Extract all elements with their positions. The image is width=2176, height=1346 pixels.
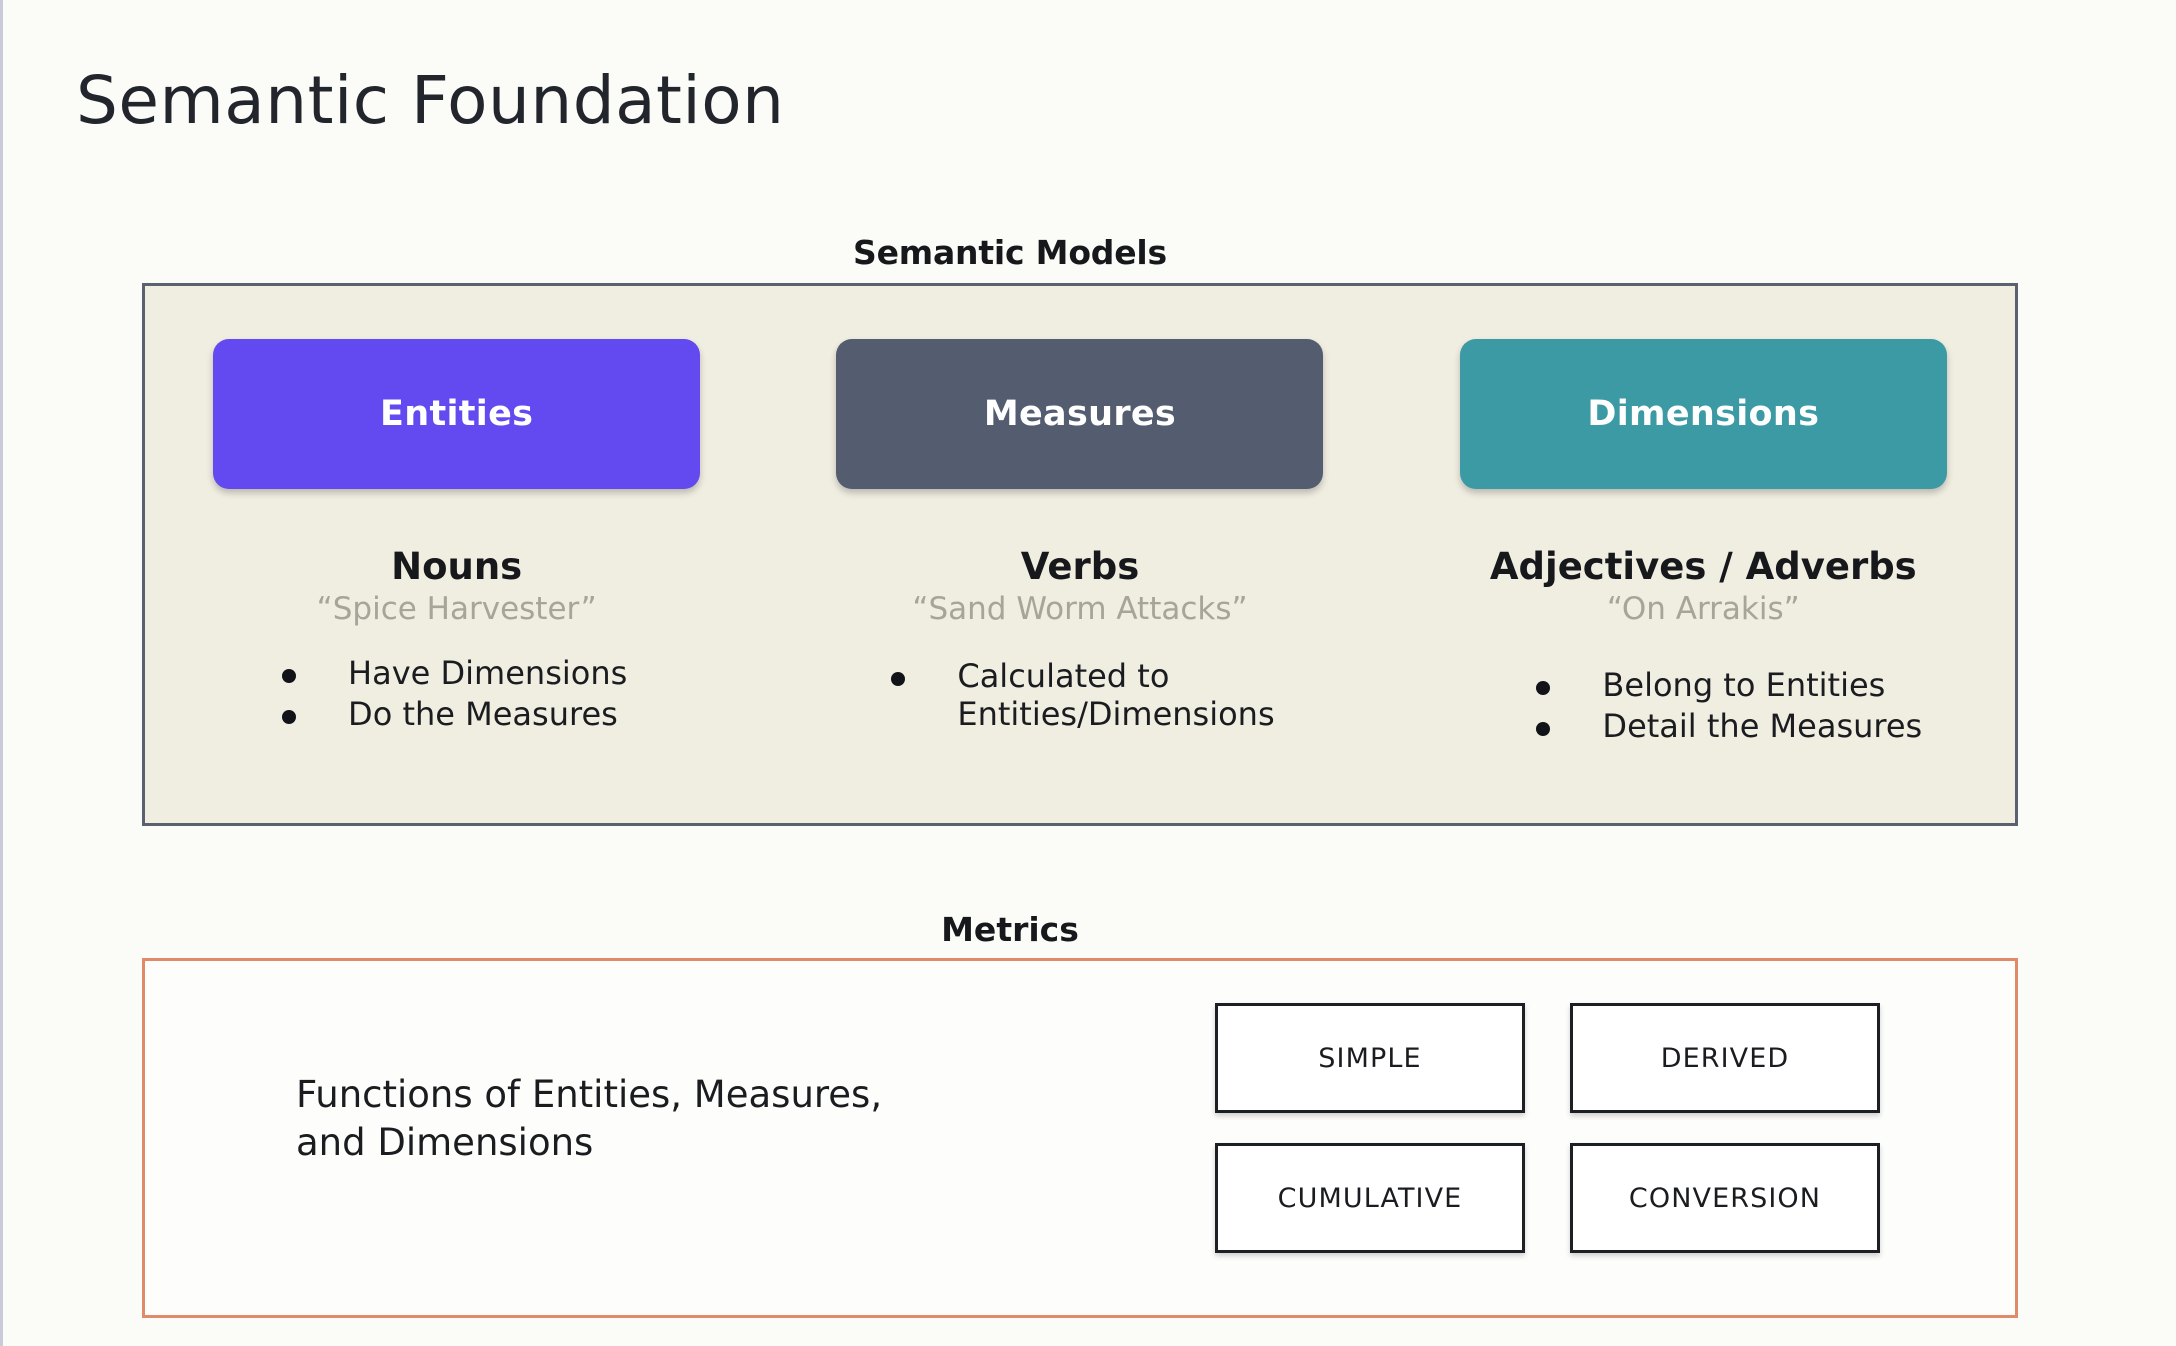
metrics-heading: Metrics (941, 910, 1079, 949)
page-title: Semantic Foundation (76, 62, 785, 139)
list-item: Do the Measures (282, 694, 627, 734)
dimensions-bullet-text: Detail the Measures (1602, 706, 1923, 745)
entities-example: “Spice Harvester” (316, 591, 597, 627)
bullet-dot-icon (1536, 681, 1551, 695)
bullet-dot-icon (282, 709, 297, 724)
entities-chip[interactable]: Entities (213, 339, 701, 489)
entities-bullet-text: Do the Measures (348, 694, 618, 733)
dimensions-bullet-list: Belong to Entities Detail the Measures (1536, 666, 1923, 749)
bullet-dot-icon (282, 669, 297, 683)
semantic-models-panel: Entities Nouns “Spice Harvester” Have Di… (142, 283, 2018, 826)
semantic-models-columns: Entities Nouns “Spice Harvester” Have Di… (145, 286, 2015, 823)
metric-type-simple[interactable]: SIMPLE (1215, 1003, 1525, 1113)
list-item: Calculated to Entities/Dimensions (891, 657, 1275, 734)
bullet-dot-icon (891, 672, 906, 686)
metric-type-cumulative[interactable]: CUMULATIVE (1215, 1143, 1525, 1253)
list-item: Have Dimensions (282, 654, 628, 693)
metrics-panel: Functions of Entities, Measures, and Dim… (142, 958, 2018, 1318)
entities-bullet-text: Have Dimensions (348, 654, 628, 692)
bullet-dot-icon (1536, 721, 1551, 736)
list-item: Detail the Measures (1536, 706, 1923, 746)
measures-bullet-text: Calculated to Entities/Dimensions (957, 657, 1275, 733)
entities-part-of-speech: Nouns (391, 545, 523, 588)
measures-bullet-list: Calculated to Entities/Dimensions (891, 657, 1275, 737)
metric-type-grid: SIMPLE DERIVED CUMULATIVE CONVERSION (1215, 1003, 1880, 1253)
semantic-models-heading: Semantic Models (853, 233, 1167, 272)
slide-left-edge-rule (0, 0, 3, 1346)
metric-type-derived[interactable]: DERIVED (1570, 1003, 1880, 1113)
measures-part-of-speech: Verbs (1020, 545, 1140, 588)
semantic-model-column-measures: Measures Verbs “Sand Worm Attacks” Calcu… (768, 286, 1391, 823)
entities-bullet-list: Have Dimensions Do the Measures (282, 654, 628, 737)
list-item: Belong to Entities (1536, 666, 1922, 705)
dimensions-part-of-speech: Adjectives / Adverbs (1489, 545, 1917, 588)
semantic-model-column-entities: Entities Nouns “Spice Harvester” Have Di… (145, 286, 768, 823)
measures-chip[interactable]: Measures (836, 339, 1324, 489)
metrics-description: Functions of Entities, Measures, and Dim… (296, 1073, 883, 1165)
measures-example: “Sand Worm Attacks” (912, 591, 1248, 627)
semantic-model-column-dimensions: Dimensions Adjectives / Adverbs “On Arra… (1392, 286, 2015, 823)
dimensions-bullet-text: Belong to Entities (1602, 666, 1886, 704)
dimensions-example: “On Arrakis” (1606, 591, 1800, 627)
metric-type-conversion[interactable]: CONVERSION (1570, 1143, 1880, 1253)
dimensions-chip[interactable]: Dimensions (1459, 339, 1947, 489)
